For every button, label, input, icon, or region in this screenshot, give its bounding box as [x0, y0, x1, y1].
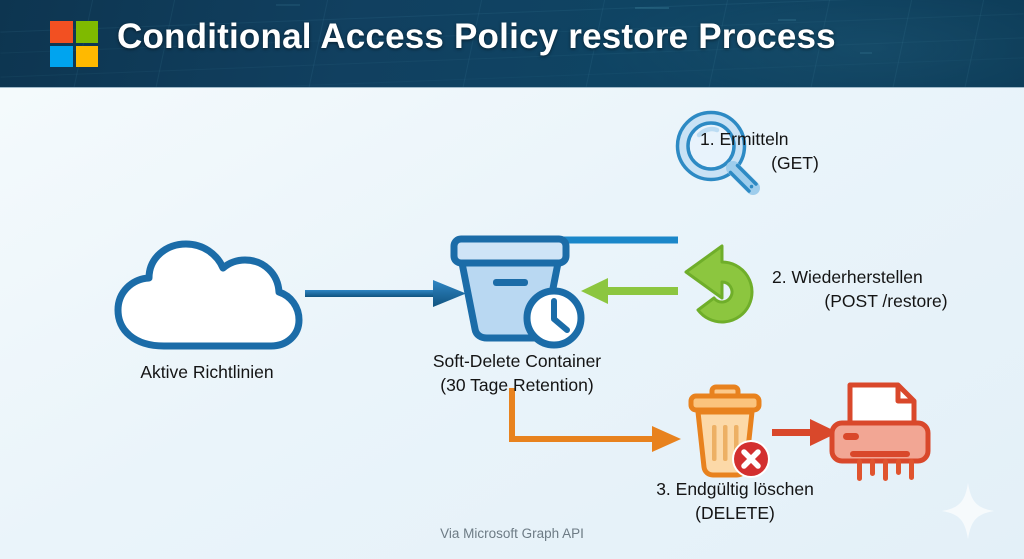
logo-square-blue: [50, 45, 73, 67]
container-label-line2: (30 Tage Retention): [440, 375, 594, 395]
cloud-label: Aktive Richtlinien: [140, 362, 274, 382]
step-3-label-line2: (DELETE): [695, 503, 775, 523]
microsoft-logo: [50, 21, 98, 67]
page-header: Conditional Access Policy restore Proces…: [0, 0, 1024, 88]
restore-arrow-icon: [684, 244, 754, 324]
logo-square-yellow: [75, 45, 98, 67]
logo-square-green: [75, 21, 98, 43]
step-1-label-line1: 1. Ermitteln: [700, 129, 789, 149]
cloud-icon: [114, 240, 303, 350]
diagram-canvas: Aktive Richtlinien Soft-Delete Container…: [0, 88, 1024, 559]
logo-square-red: [50, 21, 73, 43]
trash-can-icon: [688, 384, 770, 478]
arrow-cloud-to-container: [305, 280, 466, 307]
arrow-trash-to-shredder: [772, 419, 838, 446]
page-title: Conditional Access Policy restore Proces…: [117, 17, 836, 56]
step-2-label-line2: (POST /restore): [824, 291, 948, 311]
step-3-label-line1: 3. Endgültig löschen: [656, 479, 814, 499]
footer-note: Via Microsoft Graph API: [440, 526, 584, 541]
arrow-restore-to-container: [581, 278, 678, 304]
shredder-icon: [829, 382, 931, 481]
soft-delete-container-icon: [450, 235, 585, 349]
step-2-label-line1: 2. Wiederherstellen: [772, 267, 923, 287]
header-texture: [0, 0, 1024, 87]
arrow-container-to-trash: [509, 388, 681, 452]
step-1-label-line2: (GET): [771, 153, 819, 173]
magnifier-icon: [675, 110, 760, 195]
container-label-line1: Soft-Delete Container: [432, 351, 602, 371]
